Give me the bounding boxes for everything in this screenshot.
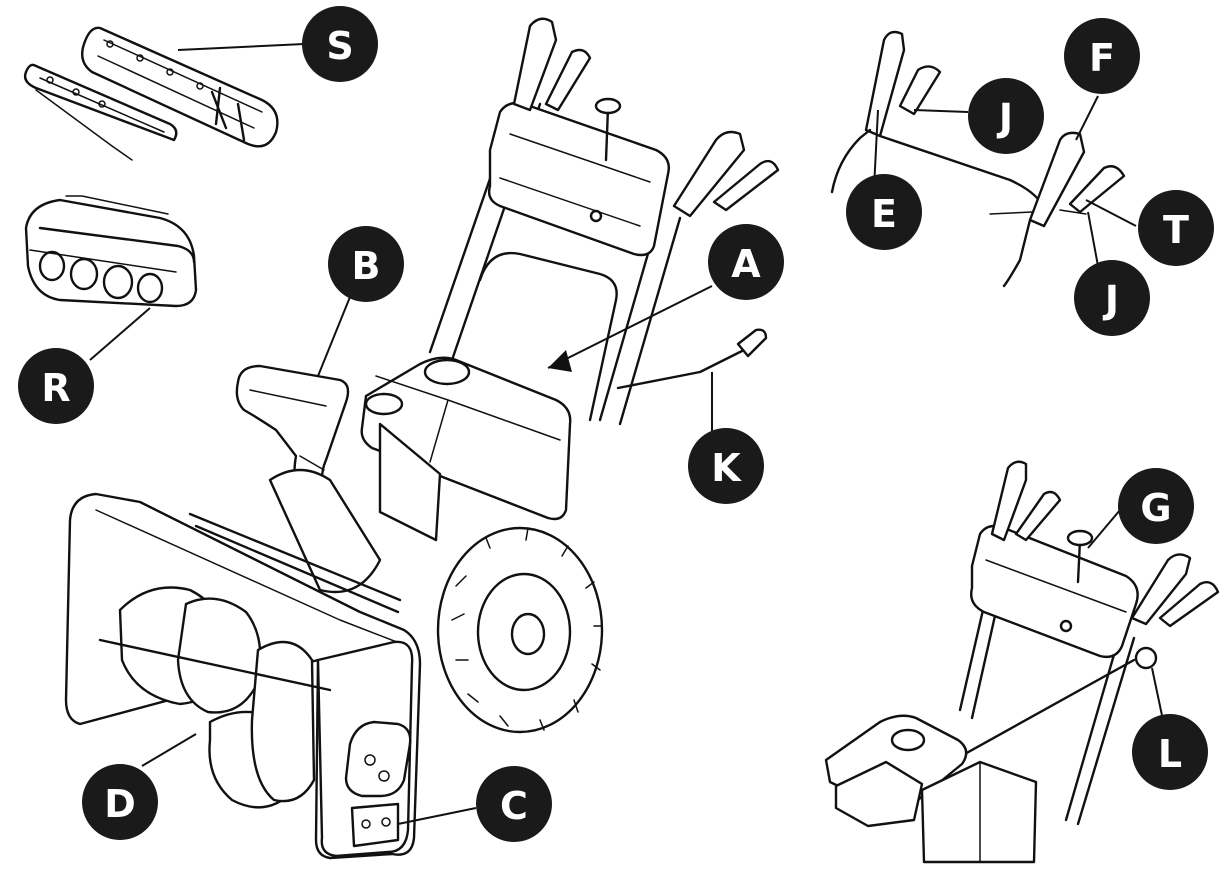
callout-s-label: S <box>326 24 353 68</box>
handle-detail-bottom-illustration <box>824 460 1220 864</box>
callout-e-label: E <box>871 192 897 236</box>
callout-j-bottom-label: J <box>1102 278 1119 322</box>
callout-g-label: G <box>1140 486 1171 530</box>
callout-k: K <box>688 428 764 504</box>
callout-r: R <box>18 348 94 424</box>
headlight-illustration <box>24 195 198 308</box>
callout-j-bottom: J <box>1074 260 1150 336</box>
callout-s: S <box>302 6 378 82</box>
callout-c-label: C <box>500 784 528 828</box>
callout-b-label: B <box>352 244 381 288</box>
callout-r-label: R <box>41 366 70 410</box>
callout-l-label: L <box>1158 732 1182 776</box>
snowblower-main-illustration <box>64 17 780 860</box>
callout-g: G <box>1118 468 1194 544</box>
callout-d-label: D <box>104 782 136 826</box>
callout-e: E <box>846 174 922 250</box>
wheel-illustration <box>436 526 604 734</box>
callout-d: D <box>82 764 158 840</box>
callout-c: C <box>476 766 552 842</box>
handle-detail-top-illustration <box>830 30 1126 288</box>
callout-t: T <box>1138 190 1214 266</box>
callout-b: B <box>328 226 404 302</box>
callout-a: A <box>708 224 784 300</box>
callout-j-top-label: J <box>996 96 1013 140</box>
callout-t-label: T <box>1163 208 1189 252</box>
skid-shoes-illustration <box>23 26 279 161</box>
callout-a-label: A <box>731 242 761 286</box>
callout-k-label: K <box>711 446 742 490</box>
callout-f-label: F <box>1089 36 1115 80</box>
callout-l: L <box>1132 714 1208 790</box>
callout-j-top: J <box>968 78 1044 154</box>
callout-f: F <box>1064 18 1140 94</box>
